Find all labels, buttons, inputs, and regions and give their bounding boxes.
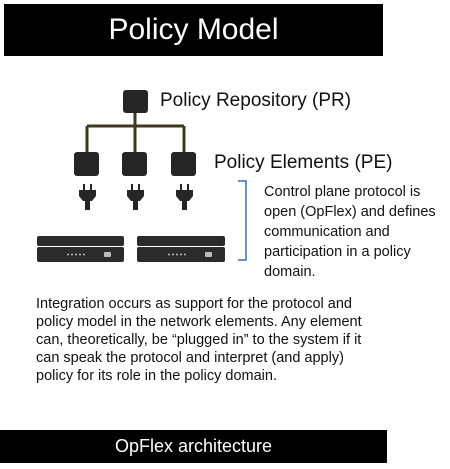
footer-caption: OpFlex architecture xyxy=(0,430,387,463)
elements-label: Policy Elements (PE) xyxy=(214,152,393,173)
plug-icon xyxy=(176,184,193,210)
control-plane-text: Control plane protocol is open (OpFlex) … xyxy=(264,184,436,280)
page-title: Policy Model xyxy=(4,4,383,56)
element-node-icon xyxy=(74,152,99,176)
bracket xyxy=(238,180,247,261)
server-icon xyxy=(137,236,225,262)
connector-lines xyxy=(85,112,186,152)
element-node-icon xyxy=(171,152,196,176)
plug-icon xyxy=(79,184,96,210)
policy-diagram xyxy=(37,90,247,262)
server-icon xyxy=(37,236,124,262)
repository-label: Policy Repository (PR) xyxy=(160,90,352,111)
repository-node-icon xyxy=(123,90,148,113)
element-node-icon xyxy=(122,152,147,176)
plug-icon xyxy=(127,184,144,210)
integration-text: Integration occurs as support for the pr… xyxy=(36,296,362,384)
